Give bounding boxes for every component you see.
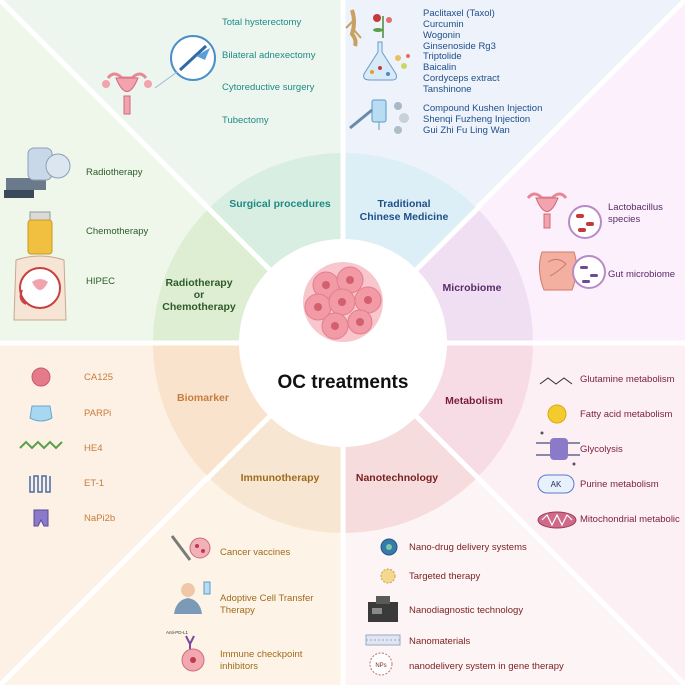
tcm-injection-item: Gui Zhi Fu Ling Wan (423, 125, 510, 136)
antibody-cell-icon: Anti-PD-L1 (166, 630, 205, 672)
radio-item: Radiotherapy (86, 167, 143, 178)
diagnostic-machine-icon (368, 596, 398, 622)
metabolism-item: Glutamine metabolism (580, 374, 675, 385)
tcm-herb-item: Tanshinone (423, 84, 472, 95)
ak-enzyme-icon: AK (537, 474, 575, 494)
metabolism-item: Mitochondrial metabolic (580, 514, 680, 525)
biomarker-item: PARPi (84, 408, 112, 419)
tcm-herb-item: Ginsenoside Rg3 (423, 41, 496, 52)
targeted-particle-icon (380, 568, 396, 584)
biomarker-item: ET-1 (84, 478, 105, 489)
metabolism-sector-label: Metabolism (445, 395, 503, 407)
tcm-sector-label-line2: Chinese Medicine (360, 211, 449, 223)
ca125-icon (31, 367, 51, 387)
immuno-item: Cancer vaccines (220, 547, 291, 558)
tcm-herb-item: Curcumin (423, 19, 464, 30)
flower-plant-icon (373, 14, 392, 38)
ring (150, 150, 536, 536)
surgical-item: Total hysterectomy (222, 17, 302, 28)
microbiome-sector-label: Microbiome (443, 282, 502, 294)
mitochondria-icon (537, 511, 577, 529)
center-title: OC treatments (278, 372, 409, 393)
tcm-herb-item: Triptolide (423, 51, 462, 62)
he4-icon (19, 440, 63, 450)
radio-item: Chemotherapy (86, 226, 149, 237)
immuno-sector-label: Immunotherapy (241, 472, 320, 484)
parpi-icon (29, 405, 53, 422)
radio-sector-label-line3: Chemotherapy (162, 301, 236, 313)
metabolism-item: Glycolysis (580, 444, 623, 455)
radio-sector-label-line1: Radiotherapy (165, 277, 232, 289)
nano-sector-label: Nanotechnology (356, 472, 438, 484)
scalpel-magnifier-icon (154, 35, 216, 89)
immuno-item: Adoptive Cell Transfer Therapy (220, 593, 314, 616)
tcm-herb-item: Cordyceps extract (423, 73, 500, 84)
surgical-item: Cytoreductive surgery (222, 82, 315, 93)
immuno-item: Immune checkpoint inhibitors (220, 649, 303, 672)
fatty-acid-droplet-icon (547, 404, 567, 424)
tcm-injection-item: Shenqi Fuzheng Injection (423, 114, 531, 125)
metabolism-item: Purine metabolism (580, 479, 659, 490)
intestine-bacteria-icon (538, 251, 606, 291)
anti-pd-l1-label: Anti-PD-L1 (166, 630, 189, 635)
biomarker-item: CA125 (84, 372, 114, 383)
microbiome-item: Lactobacillus species (608, 202, 663, 225)
herb-root-icon (345, 9, 362, 47)
surgical-sector-label: Surgical procedures (229, 198, 331, 210)
surgical-item: Bilateral adnexectomy (222, 50, 316, 61)
glutamine-molecule-icon (539, 377, 573, 385)
nano-item: Nano-drug delivery systems (409, 542, 527, 553)
chemo-bag-icon (27, 211, 53, 255)
biomarker-item: HE4 (84, 443, 103, 454)
hipec-abdomen-icon (13, 255, 67, 321)
uterus-bacteria-icon (526, 192, 602, 239)
biomarker-item: NaPi2b (84, 513, 116, 524)
nano-item: Nanomaterials (409, 636, 471, 647)
nano-item: Targeted therapy (409, 571, 481, 582)
biomarker-sector-label: Biomarker (177, 392, 229, 404)
nanomaterial-sheet-icon (365, 634, 401, 646)
microbiome-item: Gut microbiome (608, 269, 676, 280)
tcm-herb-item: Baicalin (423, 62, 457, 73)
ak-enzyme-label: AK (551, 480, 562, 489)
et1-receptor-icon (29, 475, 51, 493)
nps-gene-icon: NPs (369, 652, 393, 676)
tcm-injection-item: Compound Kushen Injection (423, 103, 543, 114)
tumor-cluster-icon (303, 262, 383, 342)
napi2b-icon (33, 509, 49, 527)
radio-sector-label-line2: or (194, 289, 205, 301)
tcm-herb-item: Paclitaxel (Taxol) (423, 8, 495, 19)
radiotherapy-machine-icon (4, 147, 71, 198)
nano-item: nanodelivery system in gene therapy (409, 661, 564, 672)
iv-syringe-icon (349, 99, 409, 134)
radio-item: HIPEC (86, 276, 116, 287)
uterus-icon (102, 72, 152, 115)
center-circle (239, 239, 447, 447)
tcm-herb-item: Wogonin (423, 30, 461, 41)
surgical-item: Tubectomy (222, 115, 269, 126)
flask-pills-icon (363, 41, 410, 81)
tcm-sector-label-line1: Traditional (377, 198, 430, 210)
nps-label: NPs (375, 663, 386, 669)
vaccine-syringe-icon (170, 535, 211, 561)
metabolism-item: Fatty acid metabolism (580, 409, 673, 420)
glycolysis-transporter-icon (536, 431, 580, 466)
patient-iv-icon (174, 581, 211, 614)
nano-item: Nanodiagnostic technology (409, 605, 524, 616)
nanoparticle-core-icon (386, 544, 392, 550)
